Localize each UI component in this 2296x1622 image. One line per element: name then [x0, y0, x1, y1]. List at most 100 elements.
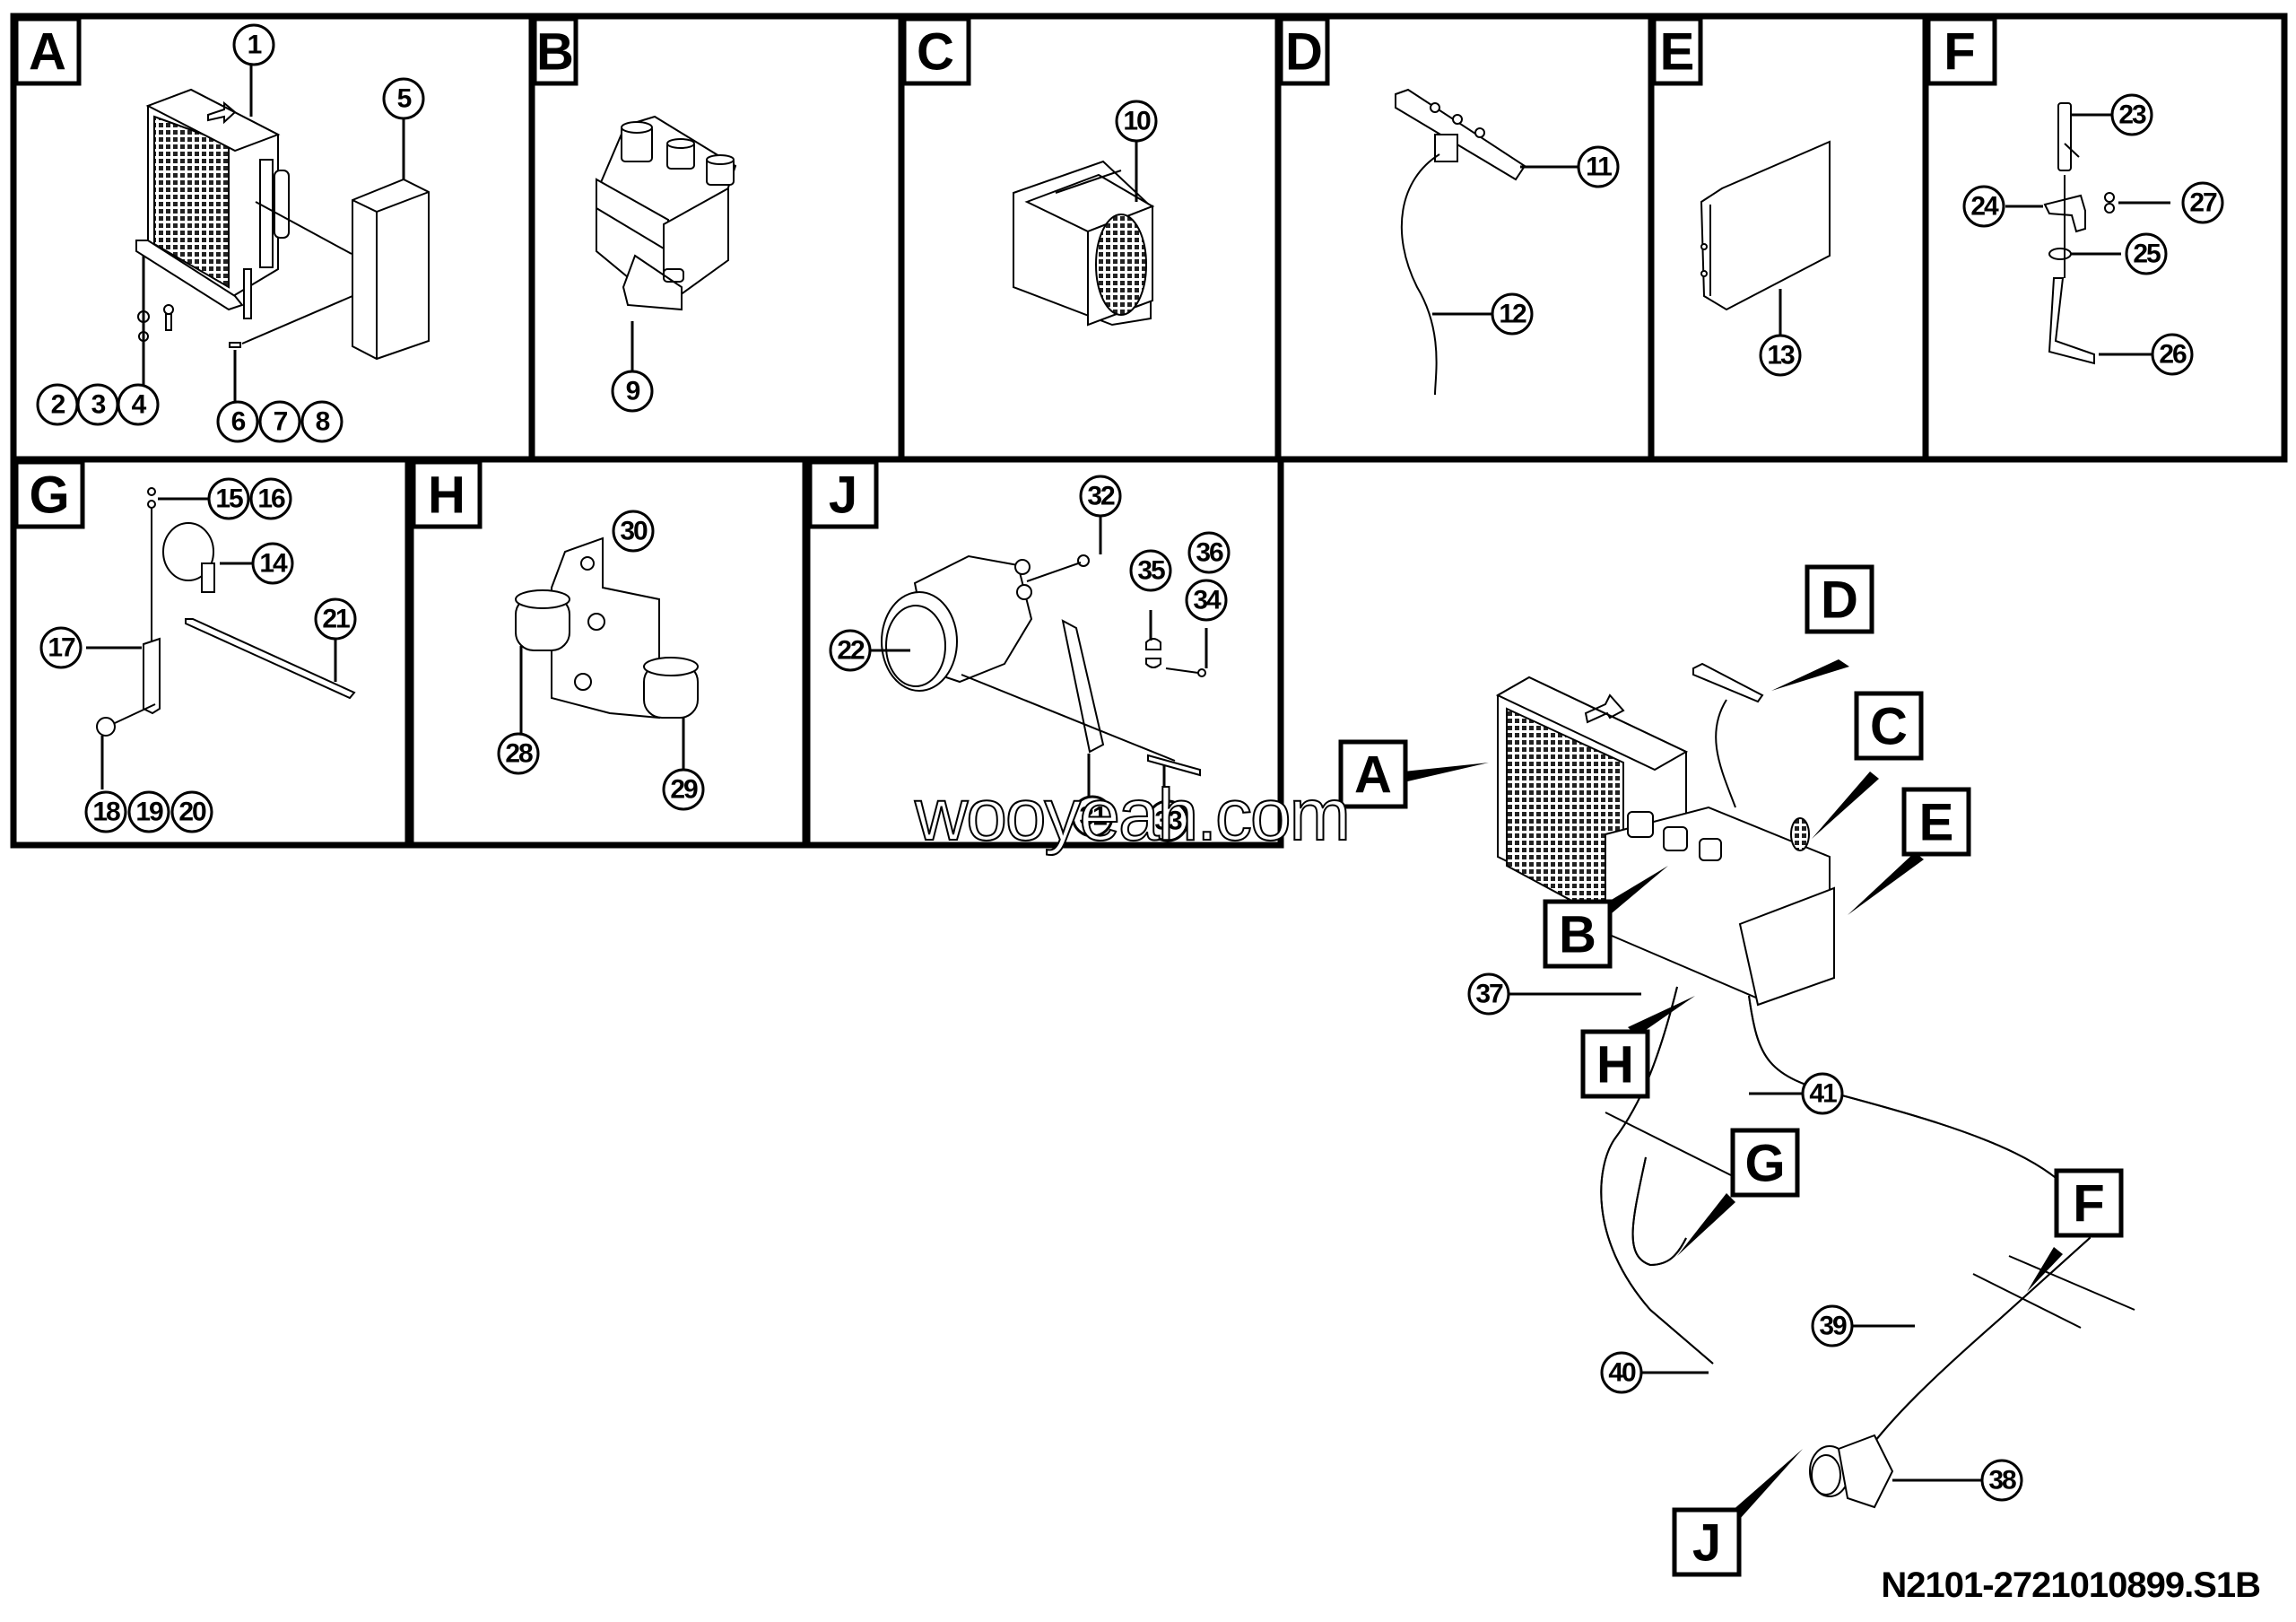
- drain-valve-illustration: [2043, 102, 2115, 365]
- svg-text:15: 15: [215, 484, 243, 514]
- svg-text:9: 9: [626, 377, 640, 406]
- callout-16: 16: [249, 477, 292, 520]
- callout-21: 21: [314, 597, 357, 641]
- svg-text:F: F: [1944, 23, 1975, 82]
- svg-text:28: 28: [505, 739, 533, 769]
- panel-tag-e: E: [1651, 16, 1703, 86]
- panel-tag-d: D: [1278, 16, 1330, 86]
- panel-tag-c: C: [901, 16, 971, 86]
- svg-text:39: 39: [1819, 1312, 1847, 1341]
- svg-text:C: C: [917, 23, 954, 82]
- svg-text:G: G: [1744, 1135, 1785, 1193]
- svg-text:21: 21: [322, 605, 350, 634]
- svg-text:12: 12: [1499, 300, 1526, 329]
- callout-40: 40: [1600, 1351, 1643, 1394]
- panel-d-frame: [1274, 13, 1655, 463]
- hose-clamp-illustration: [96, 487, 356, 737]
- svg-text:E: E: [1919, 794, 1954, 852]
- svg-text:1: 1: [248, 31, 262, 60]
- callout-19: 19: [127, 790, 170, 833]
- callout-14: 14: [251, 542, 294, 585]
- svg-text:C: C: [1870, 698, 1908, 756]
- assembly-illustration: [1495, 662, 2135, 1509]
- callout-23: 23: [2110, 93, 2153, 136]
- svg-text:J: J: [829, 467, 857, 525]
- callout-37: 37: [1467, 972, 1510, 1016]
- callout-41: 41: [1801, 1072, 1844, 1115]
- svg-text:6: 6: [231, 407, 246, 437]
- callout-20: 20: [170, 790, 213, 833]
- svg-text:32: 32: [1087, 482, 1115, 511]
- callout-5: 5: [382, 77, 425, 120]
- callout-35: 35: [1129, 549, 1172, 592]
- callout-6: 6: [216, 400, 259, 443]
- callout-10: 10: [1115, 100, 1158, 143]
- callout-12: 12: [1491, 292, 1534, 336]
- assembly-tag-a: A: [1338, 739, 1408, 809]
- fastener-bolts-a: [137, 304, 241, 348]
- svg-text:34: 34: [1193, 586, 1222, 615]
- assembly-tag-d: D: [1805, 564, 1874, 634]
- svg-text:29: 29: [670, 775, 698, 805]
- callout-18: 18: [84, 790, 127, 833]
- svg-text:10: 10: [1123, 107, 1151, 136]
- callout-30: 30: [612, 510, 655, 553]
- panel-frames: [10, 13, 2288, 849]
- callout-31: 31: [1071, 795, 1114, 838]
- callout-1: 1: [232, 23, 275, 66]
- air-filter-illustration: [1013, 160, 1155, 327]
- compressor-illustration: [881, 554, 1206, 777]
- panel-tag-h: H: [411, 459, 483, 529]
- svg-text:16: 16: [257, 484, 285, 514]
- svg-text:19: 19: [135, 798, 163, 827]
- svg-text:26: 26: [2159, 340, 2187, 370]
- callout-28: 28: [497, 732, 540, 775]
- condenser-illustration: [135, 88, 290, 319]
- panel-f-frame: [1922, 13, 2288, 463]
- svg-text:8: 8: [316, 407, 330, 437]
- panel-tag-b: B: [532, 16, 578, 86]
- svg-text:H: H: [1596, 1036, 1634, 1094]
- callout-11: 11: [1577, 145, 1620, 188]
- svg-text:A: A: [1354, 746, 1392, 805]
- svg-text:37: 37: [1475, 980, 1503, 1009]
- watermark: wooyeah.com: [914, 773, 1352, 857]
- svg-text:14: 14: [259, 549, 288, 579]
- svg-text:30: 30: [620, 517, 648, 546]
- svg-text:24: 24: [1970, 192, 1999, 222]
- cover-box-illustration: [352, 178, 430, 361]
- callout-22: 22: [829, 629, 872, 672]
- callout-3: 3: [76, 383, 119, 426]
- assembly-tag-f: F: [2054, 1168, 2124, 1238]
- assembly-tag-j: J: [1672, 1507, 1742, 1577]
- callout-8: 8: [300, 400, 344, 443]
- svg-text:36: 36: [1196, 538, 1223, 568]
- svg-text:31: 31: [1079, 802, 1107, 832]
- assembly-tag-h: H: [1580, 1029, 1650, 1099]
- svg-text:B: B: [536, 23, 574, 82]
- svg-text:20: 20: [178, 798, 206, 827]
- callout-2: 2: [36, 383, 79, 426]
- callout-17: 17: [39, 626, 83, 669]
- evaporator-unit-illustration: [596, 115, 737, 311]
- svg-text:3: 3: [91, 390, 106, 420]
- svg-text:B: B: [1559, 906, 1596, 964]
- callout-29: 29: [662, 768, 705, 811]
- svg-text:E: E: [1660, 23, 1695, 82]
- svg-text:F: F: [2073, 1175, 2104, 1234]
- svg-text:18: 18: [92, 798, 120, 827]
- svg-text:22: 22: [837, 636, 865, 666]
- svg-text:25: 25: [2133, 240, 2161, 269]
- callout-7: 7: [258, 400, 301, 443]
- callout-25: 25: [2125, 232, 2168, 275]
- callout-32: 32: [1079, 475, 1122, 518]
- cover-plate-illustration: [1700, 140, 1831, 311]
- callout-39: 39: [1811, 1304, 1854, 1347]
- panel-tag-g: G: [13, 459, 85, 529]
- hose-bracket-illustration: [515, 536, 699, 719]
- callout-26: 26: [2151, 333, 2194, 376]
- svg-text:38: 38: [1988, 1466, 2016, 1496]
- thermostat-sensor-illustration: [1395, 88, 1526, 396]
- svg-text:D: D: [1285, 23, 1323, 82]
